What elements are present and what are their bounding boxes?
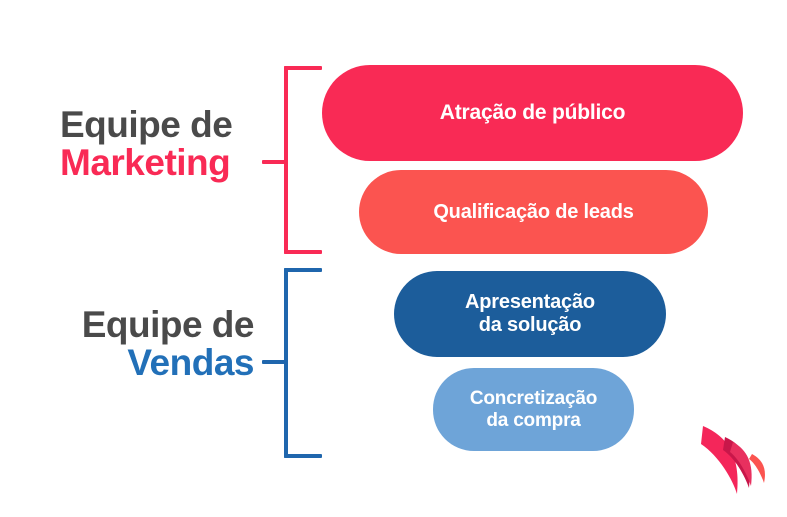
bracket-marketing xyxy=(262,66,324,254)
logo-blade-4 xyxy=(749,454,765,483)
stage-pill-concretizacao[interactable]: Concretização da compra xyxy=(433,368,634,451)
brand-logo-icon xyxy=(697,420,773,498)
stage-pill-concretizacao-line1: Concretização xyxy=(469,387,598,409)
stage-pill-apresentacao[interactable]: Apresentação da solução xyxy=(394,271,666,357)
bracket-vendas-top-arm xyxy=(284,268,322,272)
team-marketing-line1: Equipe de xyxy=(60,104,233,145)
bracket-vendas xyxy=(262,268,324,458)
logo-blade-2 xyxy=(723,437,750,488)
team-vendas-line1: Equipe de xyxy=(81,304,255,345)
stage-pill-concretizacao-line2: da compra xyxy=(486,409,581,431)
logo-blade-1 xyxy=(701,426,738,494)
stage-pill-apresentacao-label: Apresentação da solução xyxy=(465,291,595,337)
bracket-marketing-connector-tick xyxy=(262,160,288,164)
bracket-vendas-bottom-arm xyxy=(284,454,322,458)
team-marketing-line2: Marketing xyxy=(60,141,231,183)
stage-pill-atracao-label: Atração de público xyxy=(439,101,626,125)
stage-pill-qualificacao-label: Qualificação de leads xyxy=(433,200,634,223)
team-label-vendas: Equipe de Vendas xyxy=(58,304,255,383)
stage-pill-qualificacao[interactable]: Qualificação de leads xyxy=(359,170,708,254)
bracket-marketing-bottom-arm xyxy=(284,250,322,254)
stage-pill-atracao[interactable]: Atração de público xyxy=(322,65,743,161)
team-vendas-line2: Vendas xyxy=(127,341,254,383)
logo-blade-3 xyxy=(730,442,752,486)
stage-pill-apresentacao-line2: da solução xyxy=(478,314,582,336)
team-label-marketing: Equipe de Marketing xyxy=(60,106,260,181)
stage-pill-concretizacao-label: Concretização da compra xyxy=(470,388,597,431)
bracket-vendas-connector-tick xyxy=(262,360,288,364)
stage-pill-apresentacao-line1: Apresentação xyxy=(465,291,595,314)
bracket-marketing-top-arm xyxy=(284,66,322,70)
